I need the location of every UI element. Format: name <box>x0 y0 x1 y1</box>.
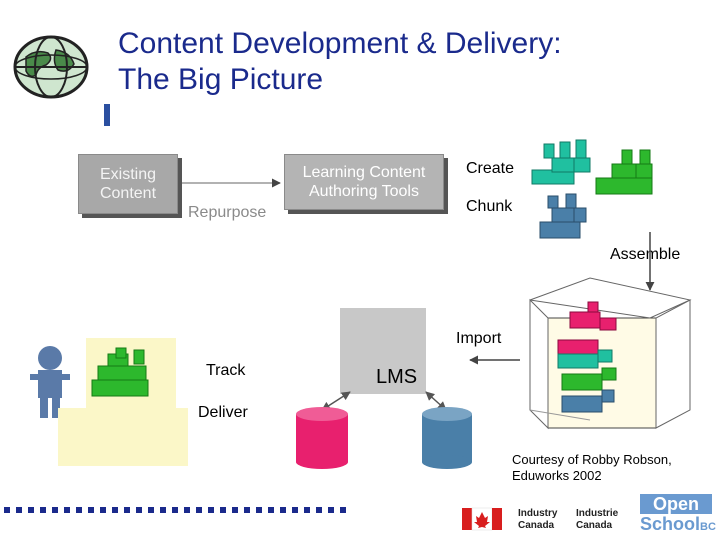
open-school-school-text: School <box>640 514 701 534</box>
assemble-label: Assemble <box>610 246 681 263</box>
lms-label: LMS <box>376 366 418 388</box>
track-label: Track <box>206 362 246 379</box>
create-blocks-teal <box>531 139 591 185</box>
person-icon <box>30 346 70 418</box>
existing-content-box: Existing Content <box>78 154 178 214</box>
globe-icon <box>13 35 89 99</box>
authoring-tools-box: Learning Content Authoring Tools <box>284 154 444 210</box>
lms-steel-db-arrow <box>425 391 447 411</box>
lms-box <box>340 308 426 394</box>
page-title: Content Development & Delivery: The Big … <box>118 26 678 98</box>
title-accent-bar <box>104 104 110 126</box>
import-label: Import <box>456 330 502 347</box>
open-school-bc-text: BC <box>700 521 716 533</box>
credit-line-2: Eduworks 2002 <box>512 468 602 483</box>
credit-line-1: Courtesy of Robby Robson, <box>512 452 672 467</box>
create-label: Create <box>466 160 515 177</box>
computer-monitor-icon <box>58 338 188 466</box>
steel-database-icon <box>422 407 472 469</box>
title-line-2: The Big Picture <box>118 63 324 96</box>
repurpose-label: Repurpose <box>188 204 267 221</box>
credit-note: Courtesy of Robby Robson, Eduworks 2002 <box>512 452 672 484</box>
open-school-logo: Open SchoolBC <box>640 494 716 534</box>
existing-content-label: Existing Content <box>99 166 157 202</box>
title-line-1: Content Development & Delivery: <box>118 27 562 60</box>
lms-pink-db-arrow <box>321 391 351 411</box>
create-blocks-green <box>595 149 653 195</box>
industry-canada-fr-logo: Industrie Canada <box>576 508 619 531</box>
industry-canada-en-logo: Industry Canada <box>518 508 558 531</box>
chunk-label: Chunk <box>466 198 513 215</box>
canada-flag-icon <box>462 507 502 531</box>
chunk-blocks-steel <box>539 193 587 239</box>
deliver-label: Deliver <box>198 404 248 421</box>
authoring-tools-label: Learning Content Authoring Tools <box>302 164 426 200</box>
open-school-open-text: Open <box>640 494 712 514</box>
pink-database-icon <box>296 407 348 469</box>
assembled-package <box>529 277 692 430</box>
